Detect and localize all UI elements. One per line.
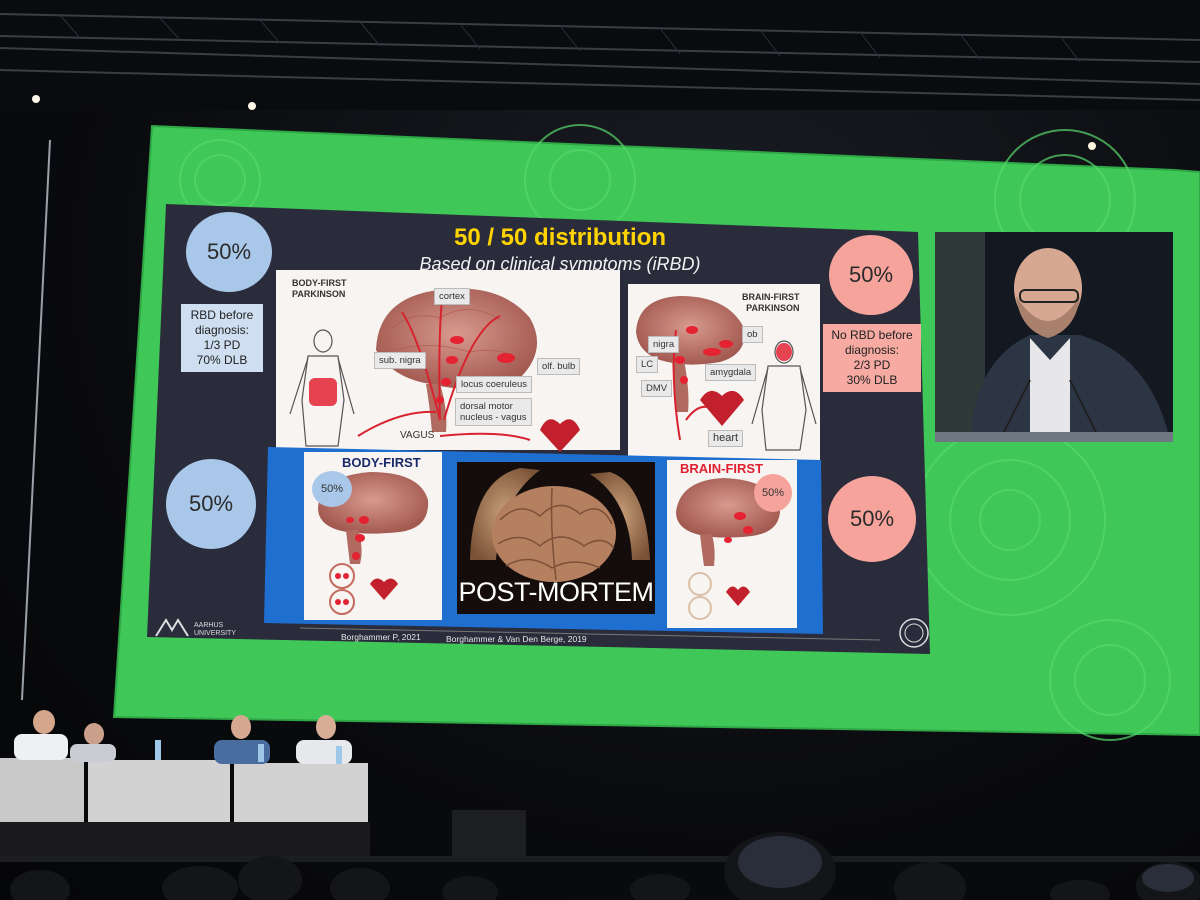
slide-title: 50 / 50 distribution <box>453 224 667 251</box>
locus-coeruleus-label: locus coeruleus <box>456 376 533 393</box>
cortex-label: cortex <box>434 288 470 305</box>
top-left-percent-circle: 50% <box>186 212 272 292</box>
amygdala-label: amygdala <box>705 364 757 381</box>
bottom-brain-first-percent: 50% <box>754 474 792 512</box>
bottom-body-first-percent: 50% <box>312 471 352 507</box>
aarhus-university-logo: AARHUS UNIVERSITY <box>194 622 237 637</box>
lighting-truss <box>0 0 1200 110</box>
post-mortem-caption: POST-MORTEM <box>458 577 654 607</box>
bottom-body-first-title: BODY-FIRST <box>342 455 421 470</box>
bottom-right-percent-circle: 50% <box>828 476 916 562</box>
dmv-label: DMV <box>641 380 673 397</box>
vagus-label: VAGUS <box>400 430 435 441</box>
bottom-left-percent-circle: 50% <box>166 459 256 549</box>
olf-bulb-label: olf. bulb <box>537 358 581 375</box>
no-rbd-before-note: No RBD before diagnosis: 2/3 PD 30% DLB <box>823 324 921 392</box>
citation-borghammer-2021: Borghammer P, 2021 <box>341 632 421 642</box>
citation-borghammer-vandenberge-2019: Borghammer & Van Den Berge, 2019 <box>446 634 587 644</box>
brain-first-parkinson-header: BRAIN-FIRST PARKINSON <box>742 292 800 313</box>
sub-nigra-label: sub. nigra <box>374 352 426 369</box>
top-right-percent-circle: 50% <box>829 235 913 315</box>
body-first-parkinson-header: BODY-FIRST PARKINSON <box>292 278 347 299</box>
dorsal-motor-label: dorsal motor nucleus - vagus <box>455 398 532 426</box>
nigra-label: nigra <box>648 336 680 353</box>
slide-subtitle: Based on clinical symptoms (iRBD) <box>419 254 701 274</box>
rbd-before-note: RBD before diagnosis: 1/3 PD 70% DLB <box>181 304 263 372</box>
heart-label: heart <box>708 430 744 447</box>
bottom-brain-first-title: BRAIN-FIRST <box>680 461 764 476</box>
ob-label: ob <box>742 326 763 343</box>
lc-label: LC <box>636 356 659 373</box>
